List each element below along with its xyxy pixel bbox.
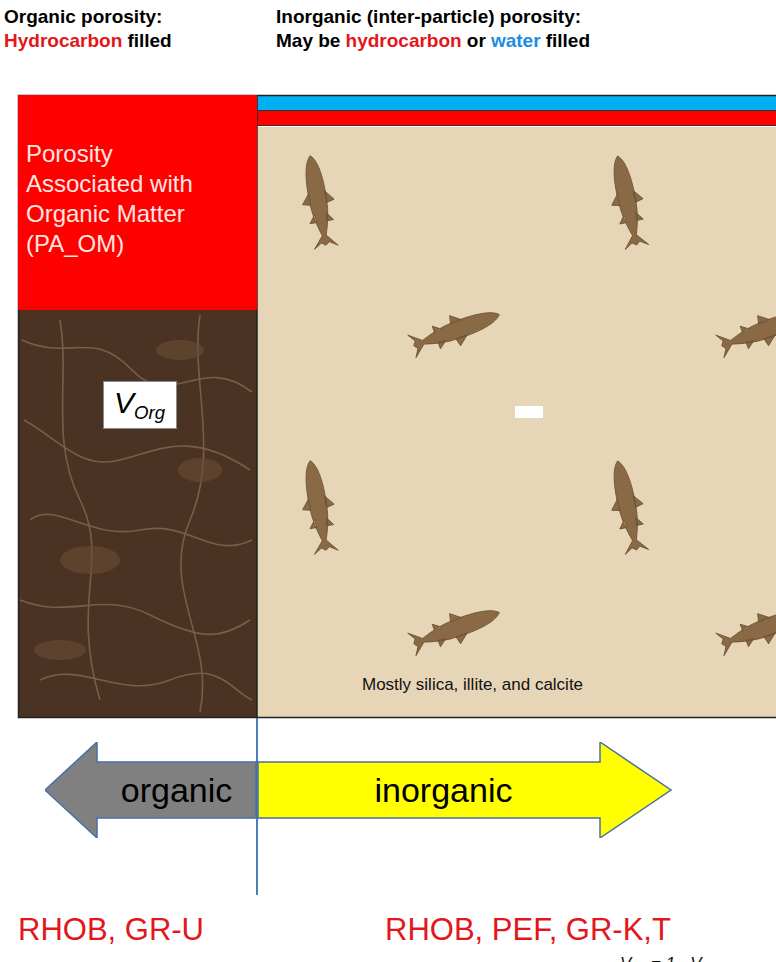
- header-text: Hydrocarbon: [4, 30, 122, 51]
- fish-fossil: [294, 458, 342, 555]
- stripe-edge: [257, 110, 776, 111]
- header-line: Organic porosity:: [4, 6, 167, 28]
- node-text: organic: [121, 771, 233, 810]
- header-line: Inorganic (inter-particle) porosity:: [276, 6, 586, 28]
- header-text: filled: [127, 30, 171, 51]
- log-list: RHOB, GR-U: [18, 912, 212, 948]
- inorganic-arrow: inorganic: [257, 742, 672, 838]
- frame: [19, 96, 776, 718]
- node-text: Porosity Associated with Organic Matter …: [26, 140, 193, 257]
- hydrocarbon-stripe: [257, 111, 776, 125]
- header-text: Inorganic (inter-particle) porosity:: [276, 6, 581, 27]
- text-group: Porosity Associated with Organic Matter …: [18, 95, 226, 259]
- header-text: water: [491, 30, 541, 51]
- fish-fossils: [294, 153, 776, 660]
- volume-label: VOrg: [103, 381, 177, 429]
- inorganic-matrix: [257, 127, 776, 718]
- log-names: RHOB, PEF, GR-K,T: [385, 912, 671, 947]
- fish-fossil: [406, 300, 504, 362]
- text-group: Mostly silica, illite, and calcite: [362, 675, 583, 695]
- stripe-edge: [257, 125, 776, 126]
- text-group: VOrg: [114, 386, 165, 424]
- node-text: Mostly silica, illite, and calcite: [362, 675, 583, 694]
- header-text: Organic porosity:: [4, 6, 162, 27]
- arrow-shape: [258, 742, 671, 838]
- texture-vein: [40, 673, 252, 700]
- node-text: inorganic: [375, 771, 513, 810]
- organic-matter: [18, 310, 257, 718]
- fish-fossil: [406, 598, 504, 660]
- text-group: organic: [97, 762, 256, 818]
- text-group: inorganic: [287, 762, 600, 818]
- organic-texture: [20, 315, 252, 712]
- node-text: = 1 - V: [651, 954, 702, 962]
- organic-arrow: organic: [45, 742, 257, 838]
- header-line: Hydrocarbonfilled: [4, 30, 177, 52]
- fish-fossil: [714, 598, 776, 660]
- texture-patch: [178, 458, 222, 482]
- header-text: hydrocarbon: [346, 30, 462, 51]
- node-text: V: [620, 954, 631, 962]
- node-text: V: [114, 386, 134, 419]
- texture-vein: [181, 315, 204, 712]
- fish-fossil: [602, 153, 653, 251]
- header-text: filled: [546, 30, 590, 51]
- log-names: RHOB, GR-U: [18, 912, 204, 947]
- subscript: Org: [134, 402, 165, 423]
- text-group: VIng= 1 - VOrg: [620, 954, 719, 962]
- porosity-box: Porosity Associated with Organic Matter …: [18, 95, 257, 310]
- water-stripe: [257, 95, 776, 110]
- texture-patch: [156, 340, 204, 360]
- fish-fossil: [602, 458, 653, 556]
- fish-fossil: [714, 300, 776, 362]
- equation-box: VIng= 1 - VOrg: [515, 406, 543, 418]
- texture-patch: [60, 546, 120, 574]
- fish-fossil: [294, 153, 342, 250]
- texture-patch: [34, 640, 86, 660]
- header-text: or: [467, 30, 486, 51]
- log-list: RHOB, PEF, GR-K,T: [385, 912, 679, 948]
- arrow-shape: [45, 742, 256, 838]
- header-text: May be: [276, 30, 340, 51]
- texture-vein: [30, 514, 252, 545]
- inorganic-panel: Mostly silica, illite, and calcite VIng= …: [257, 127, 776, 718]
- organic-patches: [34, 340, 222, 660]
- header-line: May be hydrocarbonorwaterfilled: [276, 30, 595, 52]
- texture-vein: [20, 600, 250, 634]
